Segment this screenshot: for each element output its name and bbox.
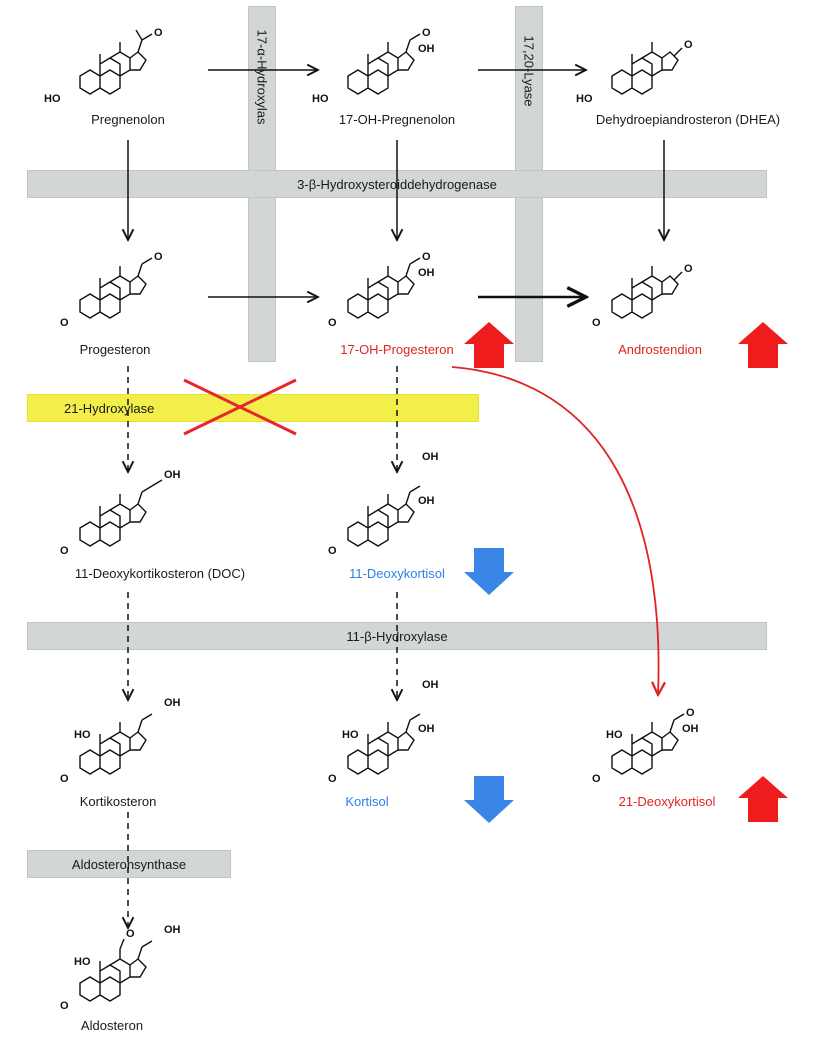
svg-text:O: O [592, 773, 601, 785]
svg-text:O: O [684, 263, 693, 275]
enzyme-aldosteronsynthase-label: Aldosteronsynthase [71, 856, 187, 872]
label-pregnenolon: Pregnenolon [91, 112, 165, 127]
svg-text:O: O [686, 707, 695, 719]
increase-arrow-17oh-progesteron [464, 322, 514, 368]
decrease-arrow-kortisol [464, 776, 514, 823]
label-aldosteron: Aldosteron [80, 1018, 144, 1033]
svg-text:OH: OH [418, 43, 435, 55]
svg-text:OH: OH [418, 495, 435, 507]
label-kortisol: Kortisol [345, 794, 389, 809]
enzyme-aldosteronsynthase: Aldosteronsynthase [27, 850, 231, 878]
svg-text:OH: OH [164, 924, 181, 936]
svg-text:O: O [60, 773, 69, 785]
molecule-dhea: HO O [576, 39, 693, 105]
enzyme-21-hydroxylase: 21-Hydroxylase [27, 394, 479, 422]
svg-text:O: O [154, 251, 163, 263]
svg-text:O: O [154, 27, 163, 39]
label-17oh-progesteron: 17-OH-Progesteron [340, 342, 454, 357]
svg-text:OH: OH [418, 267, 435, 279]
svg-text:HO: HO [312, 93, 329, 105]
svg-text:HO: HO [74, 956, 91, 968]
label-21-deoxykortisol: 21-Deoxykortisol [618, 794, 716, 809]
label-doc: 11-Deoxykortikosteron (DOC) [74, 566, 246, 581]
svg-text:O: O [422, 27, 431, 39]
molecule-androstendion: O O [592, 263, 693, 329]
molecule-doc: O OH [60, 469, 181, 557]
molecule-aldosteron: O HO O OH [60, 924, 181, 1012]
svg-text:OH: OH [422, 451, 439, 463]
label-kortikosteron: Kortikosteron [79, 794, 157, 809]
label-androstendion: Androstendion [618, 342, 702, 357]
svg-text:OH: OH [164, 469, 181, 481]
enzyme-21-hydroxylase-label: 21-Hydroxylase [64, 400, 155, 416]
svg-text:HO: HO [74, 729, 91, 741]
block-cross-line-2 [183, 378, 297, 436]
label-11-deoxykortisol: 11-Deoxykortisol [349, 566, 445, 581]
svg-text:O: O [422, 251, 431, 263]
svg-text:HO: HO [606, 729, 623, 741]
increase-arrow-androstendion [738, 322, 788, 368]
shunt-arrow [451, 366, 659, 695]
svg-text:O: O [684, 39, 693, 51]
svg-text:O: O [126, 928, 135, 940]
svg-text:OH: OH [418, 723, 435, 735]
svg-text:HO: HO [576, 93, 593, 105]
label-17oh-pregnenolon: 17-OH-Pregnenolon [338, 112, 456, 127]
molecule-17oh-pregnenolon: HO OH O [312, 27, 435, 105]
svg-text:O: O [328, 545, 337, 557]
svg-text:HO: HO [44, 93, 61, 105]
svg-text:O: O [592, 317, 601, 329]
svg-text:O: O [60, 1000, 69, 1012]
svg-text:O: O [60, 545, 69, 557]
molecule-progesteron: O O [60, 251, 163, 329]
svg-text:OH: OH [682, 723, 699, 735]
molecule-17oh-progesteron: O OH O [328, 251, 435, 329]
label-dhea: Dehydroepiandrosteron (DHEA) [595, 112, 781, 127]
molecule-11-deoxykortisol: O OH OH [328, 451, 439, 557]
label-progesteron: Progesteron [79, 342, 151, 357]
svg-text:O: O [328, 773, 337, 785]
svg-text:O: O [328, 317, 337, 329]
molecule-kortisol: O HO OH OH [328, 679, 439, 785]
svg-text:O: O [60, 317, 69, 329]
svg-text:OH: OH [422, 679, 439, 691]
decrease-arrow-11-deoxykortisol [464, 548, 514, 595]
increase-arrow-21-deoxykortisol [738, 776, 788, 822]
molecule-kortikosteron: O HO OH [60, 697, 181, 785]
svg-text:OH: OH [164, 697, 181, 709]
svg-text:HO: HO [342, 729, 359, 741]
molecule-pregnenolon: HO O [44, 27, 163, 105]
molecule-21-deoxykortisol: O HO OH O [592, 707, 699, 785]
